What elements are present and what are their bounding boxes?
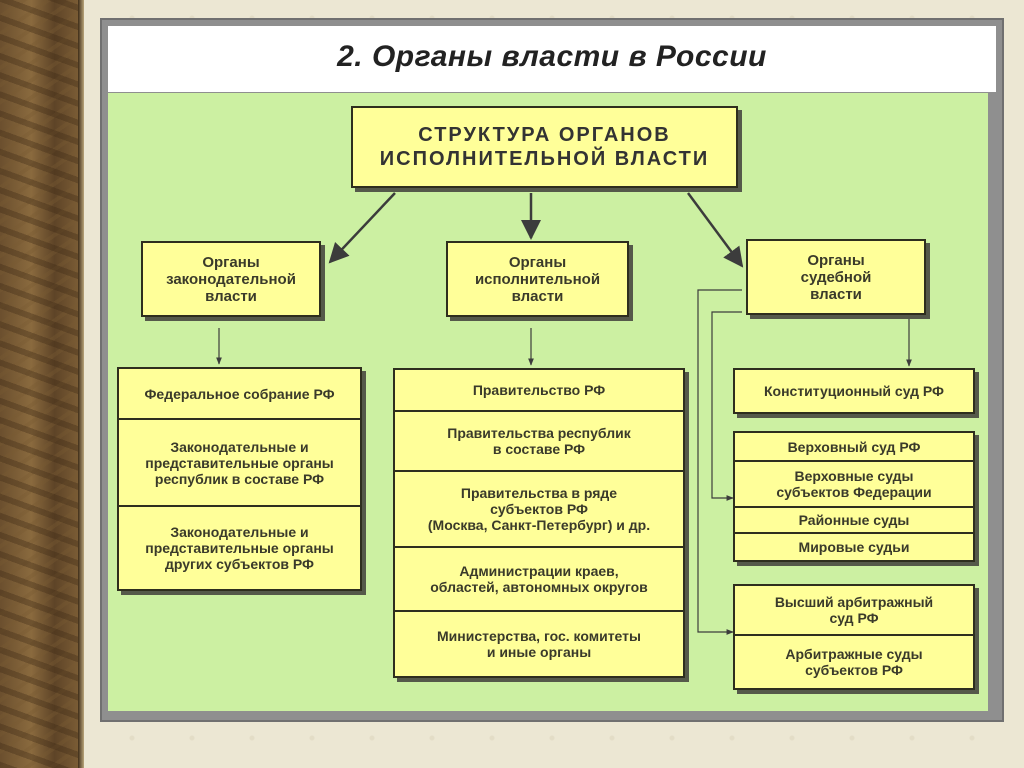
decorative-strip-edge [78, 0, 84, 768]
arrow-judicial-to-general-courts [697, 289, 742, 635]
list-item-executive: Администрации краев, областей, автономны… [395, 548, 683, 612]
list-item-court: Верховный суд РФ [735, 433, 973, 462]
legislative-items-stack: Федеральное собрание РФ Законодательные … [117, 367, 362, 591]
arbitration-courts-stack: Высший арбитражный суд РФ Арбитражные су… [733, 584, 975, 690]
list-item-court: Районные суды [735, 508, 973, 534]
arrow-judicial-to-arbitration-courts [711, 311, 742, 501]
list-item-executive: Правительство РФ [395, 370, 683, 412]
executive-branch-box: Органы исполнительной власти [446, 241, 629, 317]
list-item-executive: Правительства республик в составе РФ [395, 412, 683, 472]
list-item-legislative: Федеральное собрание РФ [119, 369, 360, 420]
list-item-executive: Правительства в ряде субъектов РФ (Москв… [395, 472, 683, 548]
list-item-arbitration: Высший арбитражный суд РФ [735, 586, 973, 636]
decorative-side-strip [0, 0, 78, 768]
list-item-court: Верховные суды субъектов Федерации [735, 462, 973, 508]
list-item-legislative: Законодательные и представительные орган… [119, 420, 360, 507]
list-item-arbitration: Арбитражные суды субъектов РФ [785, 646, 923, 678]
list-item-legislative: Законодательные и представительные орган… [145, 524, 334, 572]
root-box: СТРУКТУРА ОРГАНОВ ИСПОЛНИТЕЛЬНОЙ ВЛАСТИ [351, 106, 738, 188]
list-item-executive: Министерства, гос. комитеты и иные орган… [437, 628, 641, 660]
list-item-court: Мировые судьи [798, 539, 910, 555]
executive-items-stack: Правительство РФ Правительства республик… [393, 368, 685, 678]
arrow-root-to-judicial [686, 192, 744, 268]
arrow-root-to-legislative [328, 192, 396, 264]
general-courts-stack: Верховный суд РФ Верховные суды субъекто… [733, 431, 975, 562]
judicial-branch-box: Органы судебной власти [746, 239, 926, 315]
constitutional-court-box: Конституционный суд РФ [733, 368, 975, 414]
slide-title: 2. Органы власти в России [337, 40, 767, 73]
legislative-branch-box: Органы законодательной власти [141, 241, 321, 317]
title-bar: 2. Органы власти в России [108, 26, 996, 92]
